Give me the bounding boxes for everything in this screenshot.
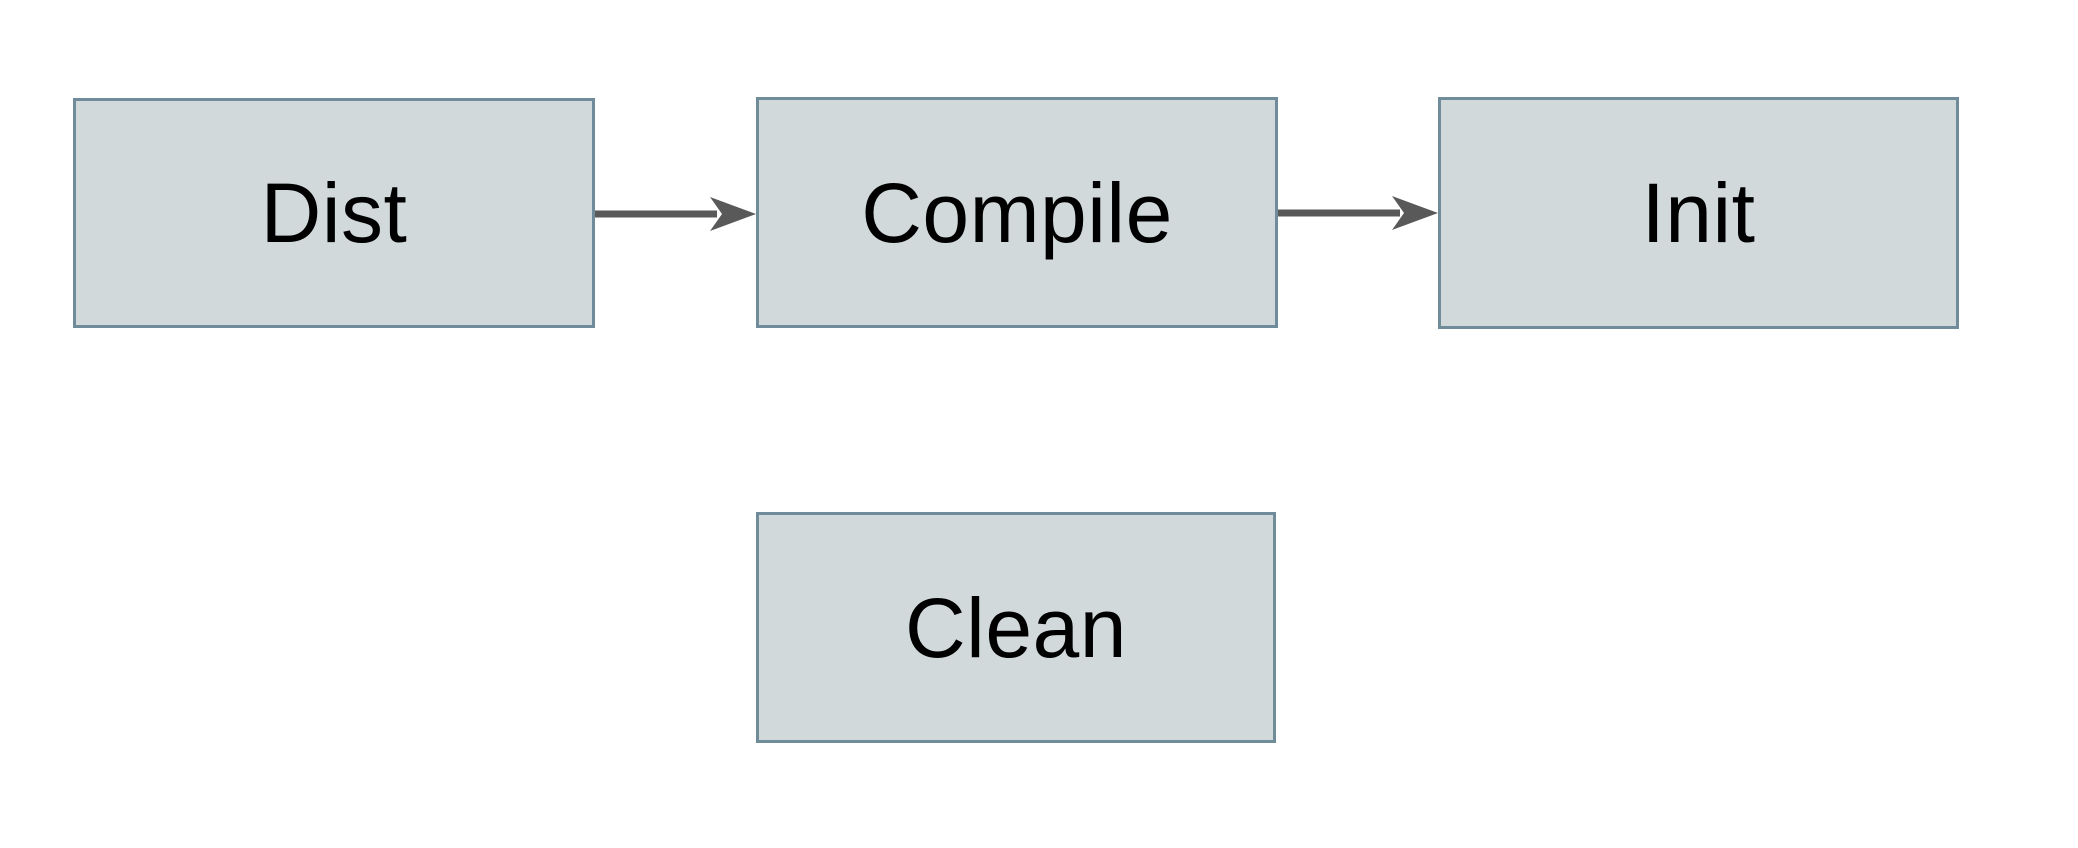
arrow-dist-to-compile[interactable] [595, 197, 756, 231]
node-clean[interactable]: Clean [756, 512, 1276, 743]
node-compile-label: Compile [861, 165, 1173, 260]
node-init[interactable]: Init [1438, 97, 1959, 329]
node-dist[interactable]: Dist [73, 98, 595, 328]
node-dist-label: Dist [260, 166, 408, 260]
node-compile[interactable]: Compile [756, 97, 1278, 328]
arrow-compile-to-init[interactable] [1278, 196, 1438, 230]
node-clean-label: Clean [905, 580, 1127, 675]
node-init-label: Init [1641, 166, 1756, 260]
